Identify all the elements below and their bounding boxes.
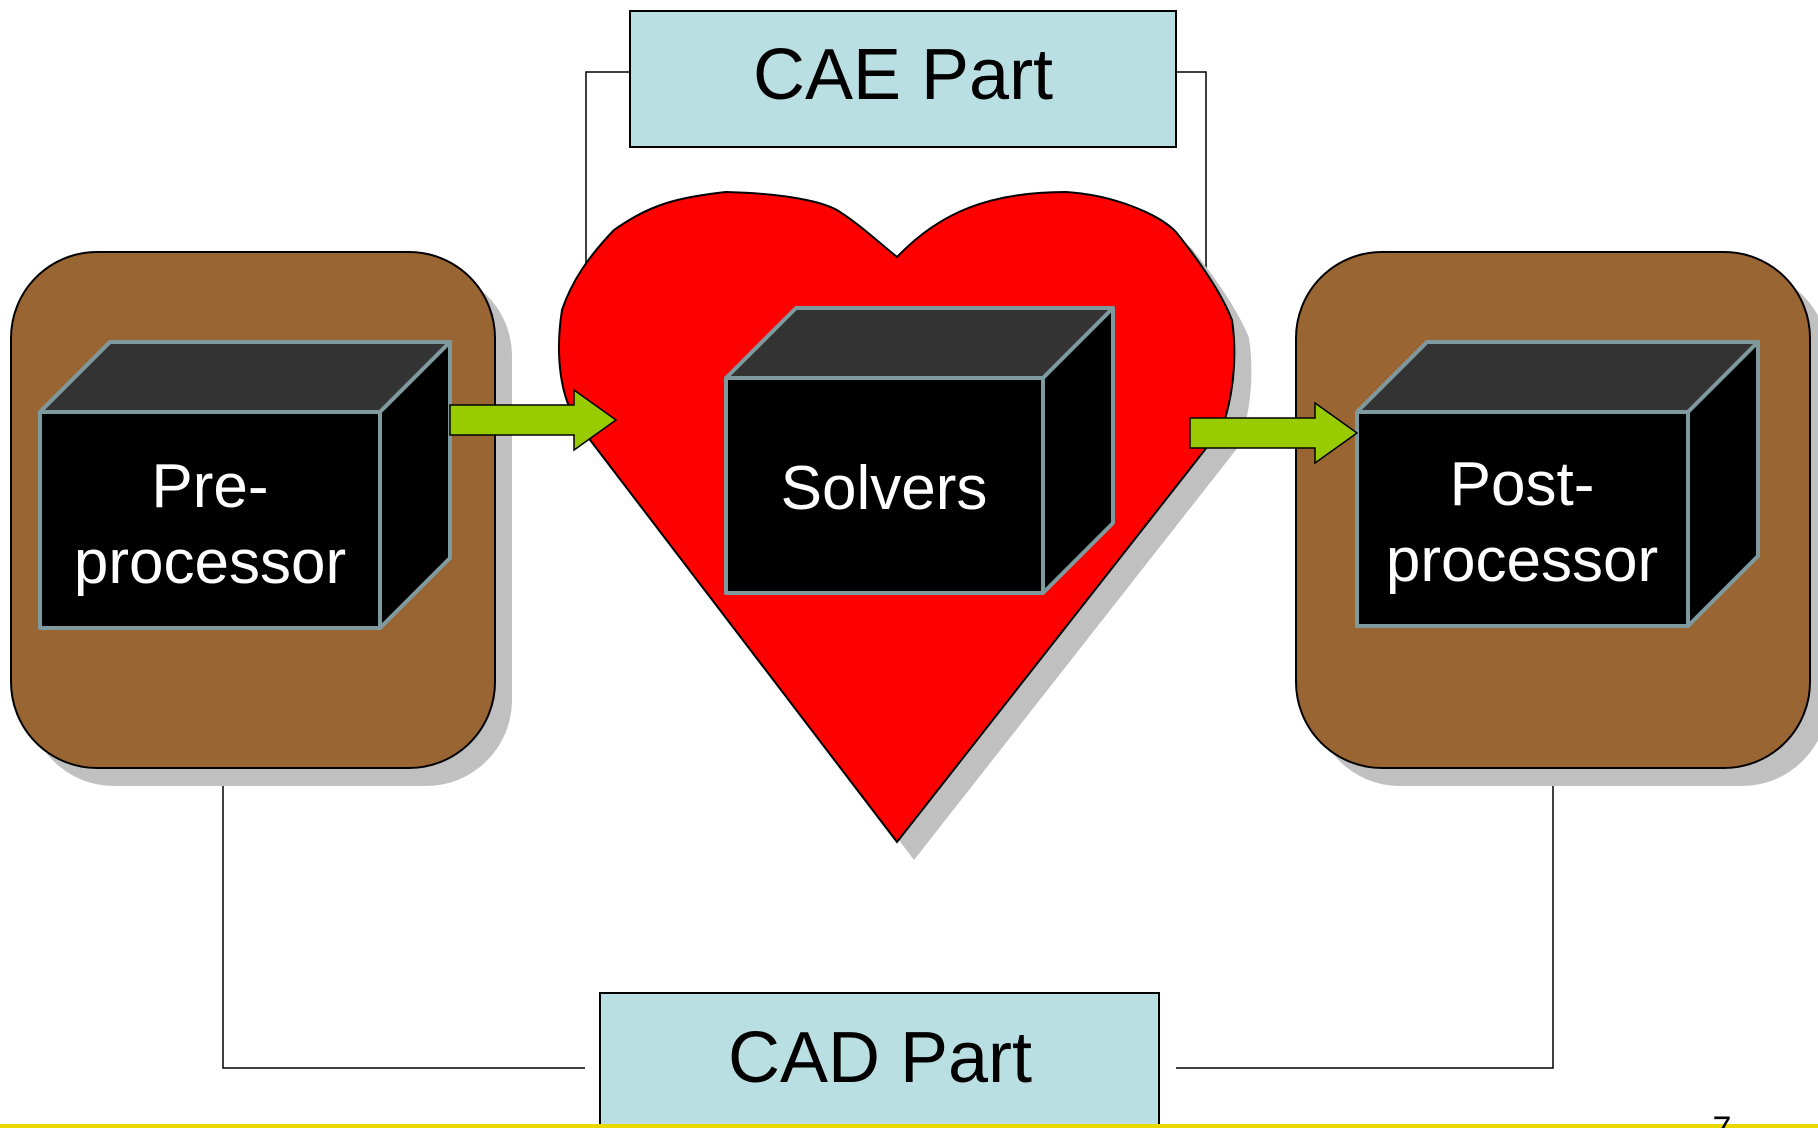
connector-cad-left [222, 768, 585, 1069]
post-cube-front [1355, 410, 1690, 628]
connectors [222, 71, 1554, 1069]
pre-cube-front [38, 410, 382, 630]
cae-part-label: CAE Part [753, 35, 1053, 115]
cae-part-box: CAE Part [629, 10, 1177, 148]
solvers-cube [724, 306, 1115, 595]
post-processor-cube [1355, 340, 1760, 628]
pre-processor-cube [38, 340, 452, 630]
footer-line [0, 1124, 1818, 1128]
cad-part-box: CAD Part [599, 992, 1160, 1128]
pre-processor-label-line1: Pre- [151, 452, 268, 521]
page-number: 7 [1713, 1110, 1732, 1128]
connector-cad-right [1176, 785, 1554, 1069]
cad-part-label: CAD Part [728, 1018, 1032, 1098]
connector-cae-left [585, 71, 630, 270]
arrow-solvers-to-post [1189, 401, 1359, 465]
post-processor-label-line2: processor [1386, 526, 1658, 595]
pre-processor-label-line2: processor [74, 528, 346, 597]
connector-cae-right [1176, 71, 1207, 270]
solvers-label: Solvers [781, 454, 988, 523]
solvers-cube-front [724, 376, 1045, 595]
post-processor-label-line1: Post- [1450, 450, 1595, 519]
arrow-pre-to-solvers [449, 388, 618, 452]
